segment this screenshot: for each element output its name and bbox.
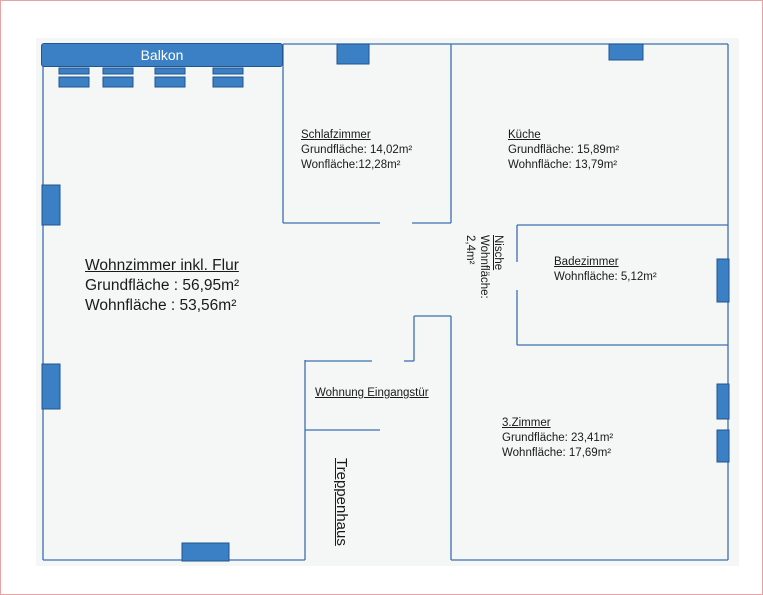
floor-plan-paper <box>36 38 739 566</box>
living-area: Wohnfläche: 5,12m² <box>554 271 657 283</box>
living-area: Wonfläche:12,28m² <box>301 159 401 171</box>
base-area: Grundfläche: 14,02m² <box>301 144 413 156</box>
base-area: Grundfläche: 23,41m² <box>502 432 614 444</box>
window-icon <box>716 258 730 303</box>
living-room-label: Wohnzimmer inkl. Flur Grundfläche : 56,9… <box>85 256 239 316</box>
entrance-label: Wohnung Eingangstür <box>315 386 429 401</box>
window-icon <box>716 429 730 463</box>
window-icon <box>212 67 244 75</box>
window-icon <box>608 43 644 61</box>
living-area-value: 2,4m² <box>464 235 476 265</box>
third-room-label: 3.Zimmer Grundfläche: 23,41m² Wohnfläche… <box>502 416 613 461</box>
window-icon <box>181 542 230 562</box>
living-area: Wohnfläche : 53,56m² <box>85 297 237 314</box>
window-icon <box>58 76 90 88</box>
room-title: Schlafzimmer <box>301 129 371 141</box>
window-icon <box>102 76 134 88</box>
bedroom-label: Schlafzimmer Grundfläche: 14,02m² Wonflä… <box>301 128 412 173</box>
base-area: Grundfläche: 15,89m² <box>508 144 620 156</box>
room-title: Wohnung Eingangstür <box>315 387 429 399</box>
bathroom-label: Badezimmer Wohnfläche: 5,12m² <box>554 255 657 285</box>
kitchen-label: Küche Grundfläche: 15,89m² Wohnfläche: 1… <box>508 128 619 173</box>
living-area: Wohnfläche: 17,69m² <box>502 447 612 459</box>
stairwell-label: Treppenhaus <box>333 458 350 546</box>
window-icon <box>716 383 730 420</box>
room-title: Wohnzimmer inkl. Flur <box>85 257 239 274</box>
window-icon <box>41 184 61 226</box>
room-title: Küche <box>508 129 541 141</box>
niche-label: Nische Wohnfläche: 2,4m² <box>463 235 505 299</box>
window-icon <box>336 43 370 65</box>
window-icon <box>154 76 186 88</box>
balcony: Balkon <box>41 43 283 67</box>
room-title: 3.Zimmer <box>502 417 551 429</box>
window-icon <box>58 67 90 75</box>
living-area: Wohnfläche: <box>478 235 490 299</box>
room-title: Nische <box>492 235 504 271</box>
living-area: Wohnfläche: 13,79m² <box>508 159 618 171</box>
window-icon <box>102 67 134 75</box>
window-icon <box>154 67 186 75</box>
base-area: Grundfläche : 56,95m² <box>85 277 240 294</box>
window-icon <box>212 76 244 88</box>
room-title: Badezimmer <box>554 256 619 268</box>
window-icon <box>41 363 61 410</box>
